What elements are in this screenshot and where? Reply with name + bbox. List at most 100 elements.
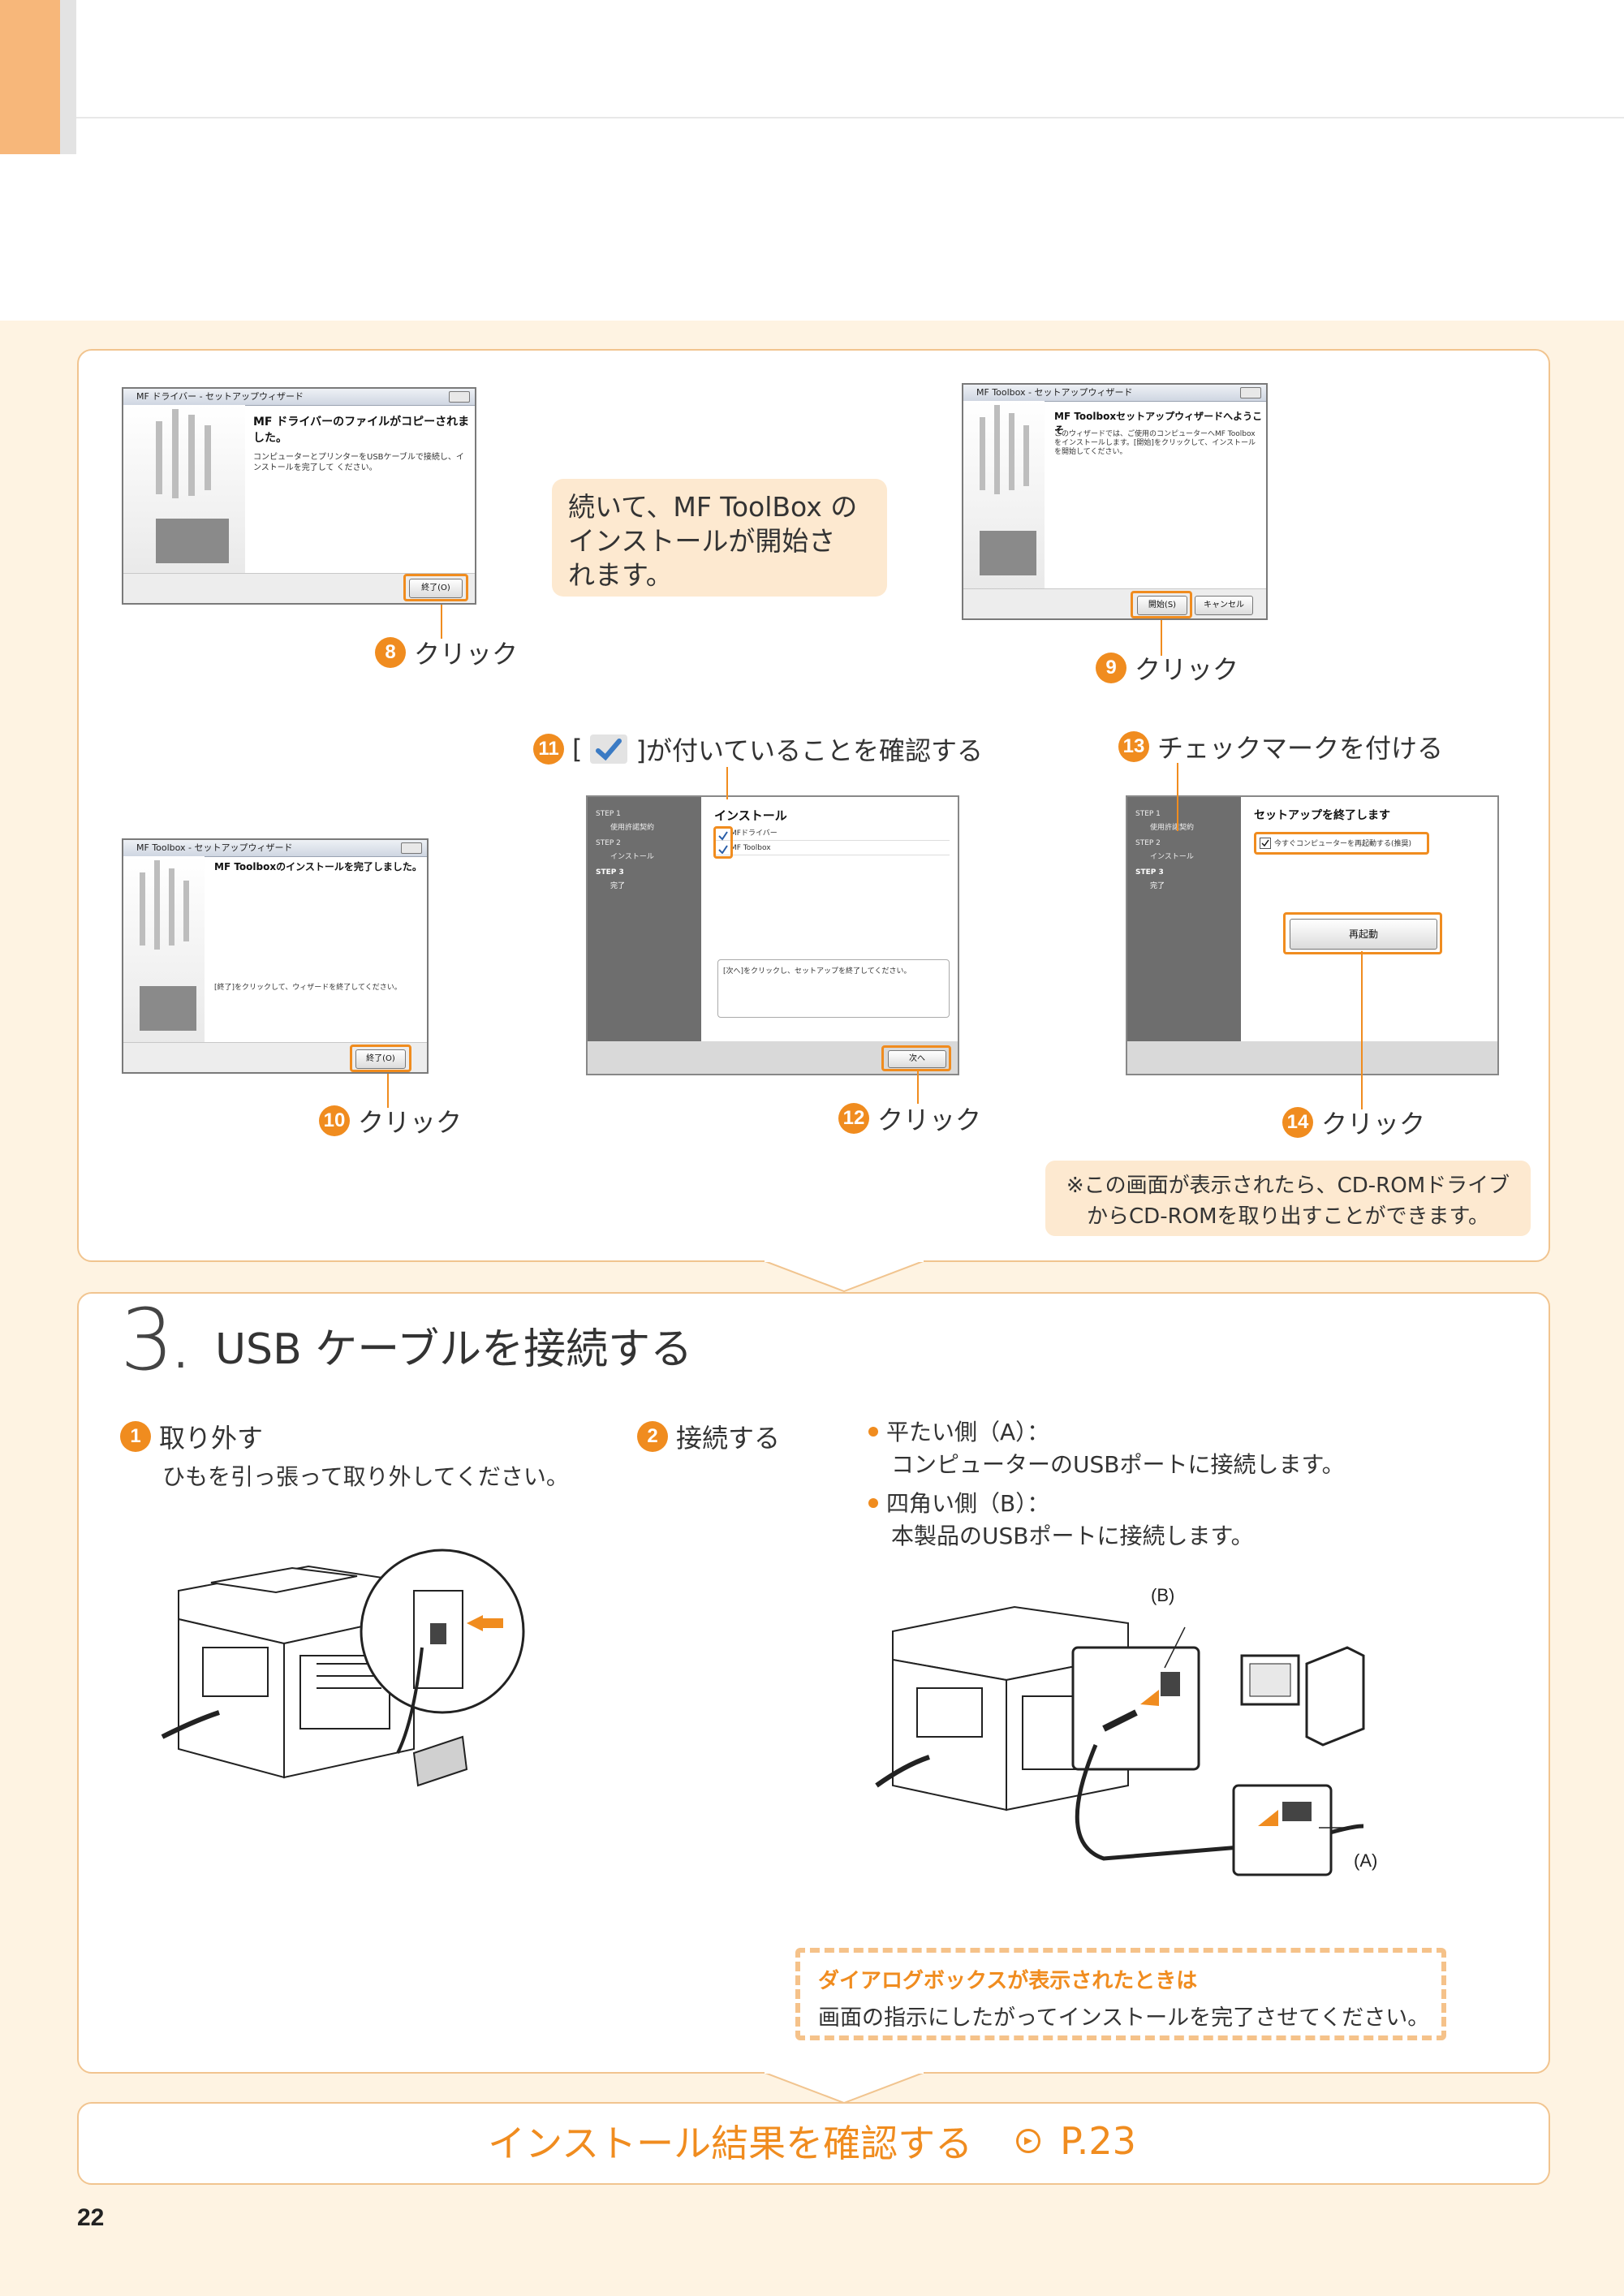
sidebar-step: STEP 1: [1135, 810, 1161, 818]
step-description: ひもを引っ張って取り外してください。: [162, 1463, 569, 1490]
panel-pointer: [763, 2072, 925, 2104]
checkmark-icon: [590, 734, 628, 764]
section-heading: 3 .: [120, 1290, 202, 1389]
leader-line: [1361, 951, 1363, 1109]
wizard-sidebar: STEP 1 使用許諾契約 STEP 2 インストール STEP 3 完了: [1127, 797, 1241, 1074]
step-number: 9: [1096, 653, 1126, 683]
cdrom-note: ※この画面が表示されたら、CD-ROMドライブ からCD-ROMを取り出すことが…: [1045, 1161, 1531, 1236]
connector-bullet-a: 平たい側（A）： コンピューターのUSBポートに接続します。: [868, 1416, 1345, 1481]
step-number: 1: [120, 1421, 151, 1452]
sidebar-step-label: 完了: [610, 882, 626, 890]
leader-line: [441, 605, 442, 639]
note-line: からCD-ROMを取り出すことができます。: [1087, 1204, 1489, 1229]
install-item: MFドライバー: [714, 826, 950, 841]
page-number: 22: [77, 2204, 105, 2231]
close-icon[interactable]: [1240, 387, 1261, 398]
result-link-panel: [77, 2102, 1550, 2185]
page-ref[interactable]: P.23: [1060, 2119, 1136, 2163]
restart-checkbox-label: 今すぐコンピューターを再起動する(推奨): [1274, 840, 1412, 848]
callout-line: れます。: [568, 559, 673, 591]
next-button[interactable]: 次へ: [888, 1050, 946, 1068]
chapter-tab-shadow: [60, 0, 76, 154]
step-label: クリック: [1135, 654, 1239, 685]
connector-label-a: (A): [1354, 1850, 1378, 1871]
sidebar-step-label: インストール: [1150, 853, 1194, 861]
finish-button[interactable]: 終了(O): [355, 1049, 406, 1069]
wizard-footer: [1127, 1041, 1497, 1074]
step-number: 8: [375, 637, 406, 668]
driver-complete-dialog: MF ドライバー - セットアップウィザード MF ドライバーのファイルがコピー…: [122, 387, 476, 605]
sidebar-step-label: 完了: [1150, 882, 1165, 890]
dialog-body: [終了]をクリックして、ウィザードを終了してください。: [214, 984, 402, 992]
step-14: 14 クリック: [1282, 1104, 1425, 1141]
sidebar-step: STEP 2: [1135, 839, 1161, 847]
dialog-note-box: ダイアログボックスが表示されたときは 画面の指示にしたがってインストールを完了さ…: [795, 1948, 1446, 2040]
check-highlight: [713, 826, 733, 859]
step-number: 14: [1282, 1107, 1313, 1138]
click-highlight: [1283, 912, 1442, 954]
cancel-button[interactable]: キャンセル: [1195, 596, 1253, 615]
step-13: 13 チェックマークを付ける: [1118, 728, 1443, 765]
sidebar-step: STEP 3: [1135, 868, 1164, 877]
bullet-head: 平たい側（A）：: [886, 1419, 1050, 1445]
bullet-icon: [868, 1427, 878, 1437]
close-icon[interactable]: [401, 842, 422, 854]
step-label: クリック: [414, 639, 519, 670]
result-link[interactable]: インストール結果を確認する P.23: [0, 2114, 1624, 2168]
dialog-heading: MF ドライバーのファイルがコピーされました。: [253, 416, 470, 445]
step-11: 11 [ ]が付いていることを確認する: [533, 730, 983, 768]
click-highlight: [350, 1045, 411, 1072]
sidebar-step: STEP 2: [596, 839, 621, 847]
setup-finish-screen: STEP 1 使用許諾契約 STEP 2 インストール STEP 3 完了 セッ…: [1126, 795, 1499, 1075]
step-12: 12 クリック: [838, 1100, 981, 1137]
dialog-titlebar: MF Toolbox - セットアップウィザード: [963, 385, 1266, 402]
wizard-sidebar: STEP 1 使用許諾契約 STEP 2 インストール STEP 3 完了: [588, 797, 701, 1074]
printer-illustration: [123, 856, 205, 1045]
step-label: 接続する: [676, 1423, 781, 1454]
close-icon[interactable]: [449, 391, 470, 403]
restart-checkbox[interactable]: [1260, 838, 1271, 849]
page-ref-icon: [1016, 2129, 1041, 2153]
printer-illustration: [963, 401, 1045, 591]
screen-heading: セットアップを終了します: [1254, 809, 1390, 822]
message-box: [次へ]をクリックし、セットアップを終了してください。: [717, 959, 950, 1018]
dialog-body: コンピューターとプリンターをUSBケーブルで接続し、インストールを完了して くだ…: [253, 453, 464, 472]
sidebar-step-label: 使用許諾契約: [1150, 824, 1195, 832]
sidebar-step: STEP 3: [596, 868, 624, 877]
step-number: 13: [1118, 731, 1149, 762]
start-button[interactable]: 開始(S): [1137, 596, 1187, 615]
section-title: USB ケーブルを接続する: [215, 1325, 693, 1374]
install-item: MF Toolbox: [714, 841, 950, 855]
bullet-text: 本製品のUSBポートに接続します。: [891, 1523, 1254, 1549]
dialog-heading: MF Toolboxのインストールを完了しました。: [214, 861, 422, 872]
usb-connection-illustration: [875, 1605, 1365, 1876]
sidebar-step-label: 使用許諾契約: [610, 824, 655, 832]
dialog-body: このウィザードでは、ご使用のコンピューターへMF Toolboxをインストールし…: [1054, 430, 1256, 456]
bullet-head: 四角い側（B）：: [886, 1490, 1050, 1517]
step-label: チェックマークを付ける: [1157, 733, 1444, 764]
dialog-titlebar: MF Toolbox - セットアップウィザード: [123, 840, 427, 857]
bullet-icon: [868, 1498, 878, 1508]
finish-button[interactable]: 終了(O): [409, 579, 463, 598]
toolbox-complete-dialog: MF Toolbox - セットアップウィザード MF Toolboxのインスト…: [122, 838, 429, 1074]
sidebar-step-label: インストール: [610, 853, 654, 861]
dialog-note-text: 画面の指示にしたがってインストールを完了させてください。: [818, 2005, 1430, 2031]
header-rule: [76, 117, 1624, 118]
step-label-text: ]が付いていることを確認する: [635, 735, 984, 766]
sidebar-step: STEP 1: [596, 810, 621, 818]
chapter-tab: [0, 0, 60, 154]
leader-line: [1161, 620, 1162, 656]
step-9: 9 クリック: [1096, 649, 1238, 687]
result-link-text[interactable]: インストール結果を確認する: [488, 2122, 973, 2165]
step-label: クリック: [358, 1107, 463, 1138]
callout-toolbox-start: 続いて、MF ToolBox の インストールが開始さ れます。: [552, 479, 887, 597]
step-label: 取り外す: [159, 1423, 264, 1454]
leader-line: [387, 1074, 389, 1108]
leader-line: [726, 767, 728, 799]
step-number: 2: [637, 1421, 668, 1452]
note-line: ※この画面が表示されたら、CD-ROMドライブ: [1066, 1174, 1510, 1198]
callout-line: インストールが開始さ: [568, 525, 836, 557]
restart-button[interactable]: 再起動: [1290, 919, 1437, 950]
checkmark-icon: [718, 831, 728, 854]
leader-line: [917, 1070, 919, 1104]
